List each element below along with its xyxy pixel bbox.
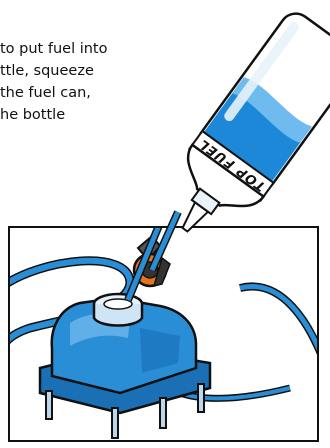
fuel-bottle-illustration: TOP FUEL — [0, 0, 330, 448]
